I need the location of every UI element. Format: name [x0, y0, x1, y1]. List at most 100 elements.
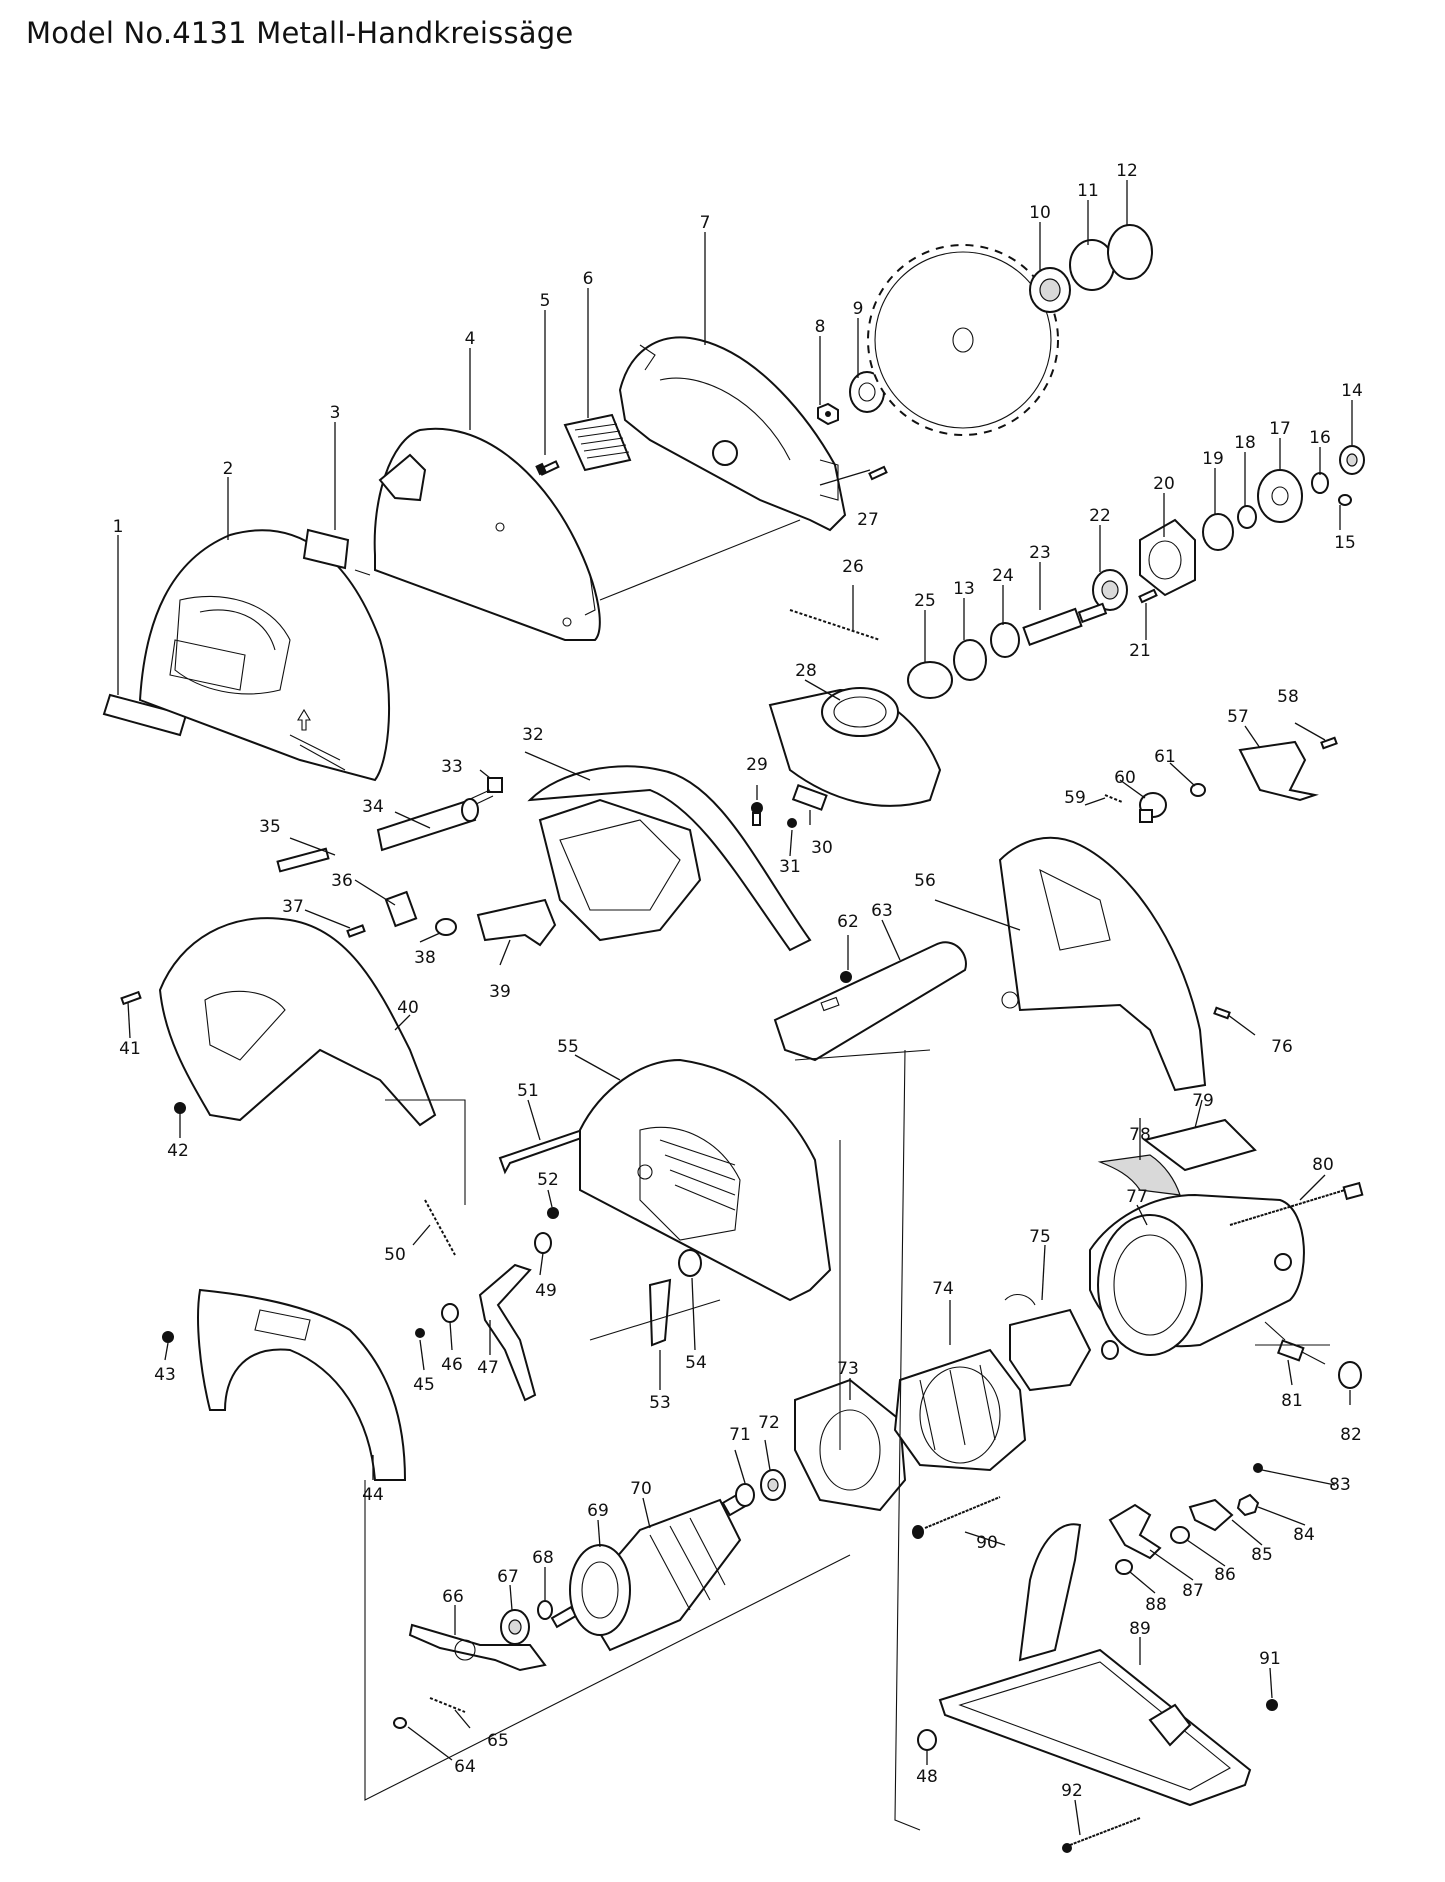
part-90-bolt [912, 1496, 1001, 1539]
label-1: 1 [113, 517, 124, 537]
part-61-ring [1190, 783, 1206, 797]
label-43: 43 [154, 1365, 176, 1385]
label-78: 78 [1129, 1125, 1151, 1145]
part-6-warning-label [563, 413, 632, 472]
label-5: 5 [540, 291, 551, 311]
part-31-screw [787, 818, 797, 828]
label-29: 29 [746, 755, 768, 775]
label-51: 51 [517, 1081, 539, 1101]
part-8-hex-nut [817, 402, 839, 426]
part-42-screw [174, 1102, 186, 1114]
label-76: 76 [1271, 1037, 1293, 1057]
part-44-lower-guard [197, 1288, 407, 1481]
part-7-blade-guard-plate [618, 336, 847, 532]
part-19-o-ring [1202, 513, 1234, 551]
part-89-base [938, 1523, 1252, 1807]
part-23-spindle [1022, 602, 1108, 646]
part-60-cord-guard [1139, 792, 1167, 823]
part-87-lever [1108, 1503, 1162, 1560]
part-73-baffle-plate [794, 1378, 907, 1512]
label-40: 40 [397, 998, 419, 1018]
label-55: 55 [557, 1037, 579, 1057]
label-77: 77 [1126, 1187, 1148, 1207]
label-18: 18 [1234, 433, 1256, 453]
part-72-bearing [760, 1469, 786, 1501]
label-28: 28 [795, 661, 817, 681]
part-18-washer [1237, 505, 1257, 529]
part-51-rod [498, 1126, 592, 1175]
part-79-label [1142, 1118, 1257, 1172]
part-64-pin [393, 1717, 407, 1729]
part-49-cap [534, 1232, 552, 1254]
part-43-screw [162, 1331, 174, 1343]
label-87: 87 [1182, 1581, 1204, 1601]
part-55-gear-housing [579, 1058, 832, 1302]
part-63-front-grip [773, 941, 967, 1062]
part-62-screw [840, 971, 852, 983]
part-2-outer-cover [138, 529, 391, 782]
label-84: 84 [1293, 1525, 1315, 1545]
label-25: 25 [914, 591, 936, 611]
part-54-sleeve [678, 1249, 702, 1277]
label-45: 45 [413, 1375, 435, 1395]
part-35-pin [276, 847, 330, 873]
label-14: 14 [1341, 381, 1363, 401]
label-21: 21 [1129, 641, 1151, 661]
part-21-screw [1138, 588, 1158, 604]
label-53: 53 [649, 1393, 671, 1413]
label-19: 19 [1202, 449, 1224, 469]
part-drawings [102, 224, 1365, 1853]
label-75: 75 [1029, 1227, 1051, 1247]
part-33-switch-terminal [467, 777, 503, 807]
part-29-screw [751, 802, 763, 826]
part-22-bearing [1092, 569, 1128, 611]
part-56-handle-housing [998, 836, 1207, 1092]
label-12: 12 [1116, 161, 1138, 181]
label-20: 20 [1153, 474, 1175, 494]
label-4: 4 [465, 329, 476, 349]
label-68: 68 [532, 1548, 554, 1568]
part-50-spring [424, 1199, 456, 1256]
part-17-gear [1257, 469, 1303, 523]
label-86: 86 [1214, 1565, 1236, 1585]
label-82: 82 [1340, 1425, 1362, 1445]
part-74-field [893, 1348, 1027, 1472]
part-77-motor-housing [1089, 1193, 1305, 1356]
label-88: 88 [1145, 1595, 1167, 1615]
label-35: 35 [259, 817, 281, 837]
label-61: 61 [1154, 747, 1176, 767]
part-9-outer-flange [849, 371, 885, 413]
label-90: 90 [976, 1533, 998, 1553]
label-27: 27 [857, 510, 879, 530]
part-82-brush-cap [1338, 1361, 1362, 1389]
label-47: 47 [477, 1358, 499, 1378]
label-74: 74 [932, 1279, 954, 1299]
part-36-switch [384, 890, 418, 928]
label-15: 15 [1334, 533, 1356, 553]
label-37: 37 [282, 897, 304, 917]
label-44: 44 [362, 1485, 384, 1505]
part-39-lock-lever [476, 898, 557, 947]
part-12-ring [1107, 224, 1153, 280]
label-60: 60 [1114, 768, 1136, 788]
part-25-ring [907, 661, 953, 699]
part-26-spring [789, 609, 881, 641]
label-56: 56 [914, 871, 936, 891]
label-62: 62 [837, 912, 859, 932]
label-32: 32 [522, 725, 544, 745]
part-27-screw [868, 465, 888, 481]
part-34-tube [376, 798, 479, 852]
part-45-screw [415, 1328, 425, 1338]
label-22: 22 [1089, 506, 1111, 526]
part-88-washer [1115, 1559, 1133, 1575]
part-52-screw [547, 1207, 559, 1219]
part-59-spring [1104, 794, 1123, 803]
label-7: 7 [700, 213, 711, 233]
label-36: 36 [331, 871, 353, 891]
part-76-screw [1213, 1006, 1231, 1020]
label-92: 92 [1061, 1781, 1083, 1801]
part-37-screw [346, 924, 366, 938]
label-73: 73 [837, 1359, 859, 1379]
label-42: 42 [167, 1141, 189, 1161]
